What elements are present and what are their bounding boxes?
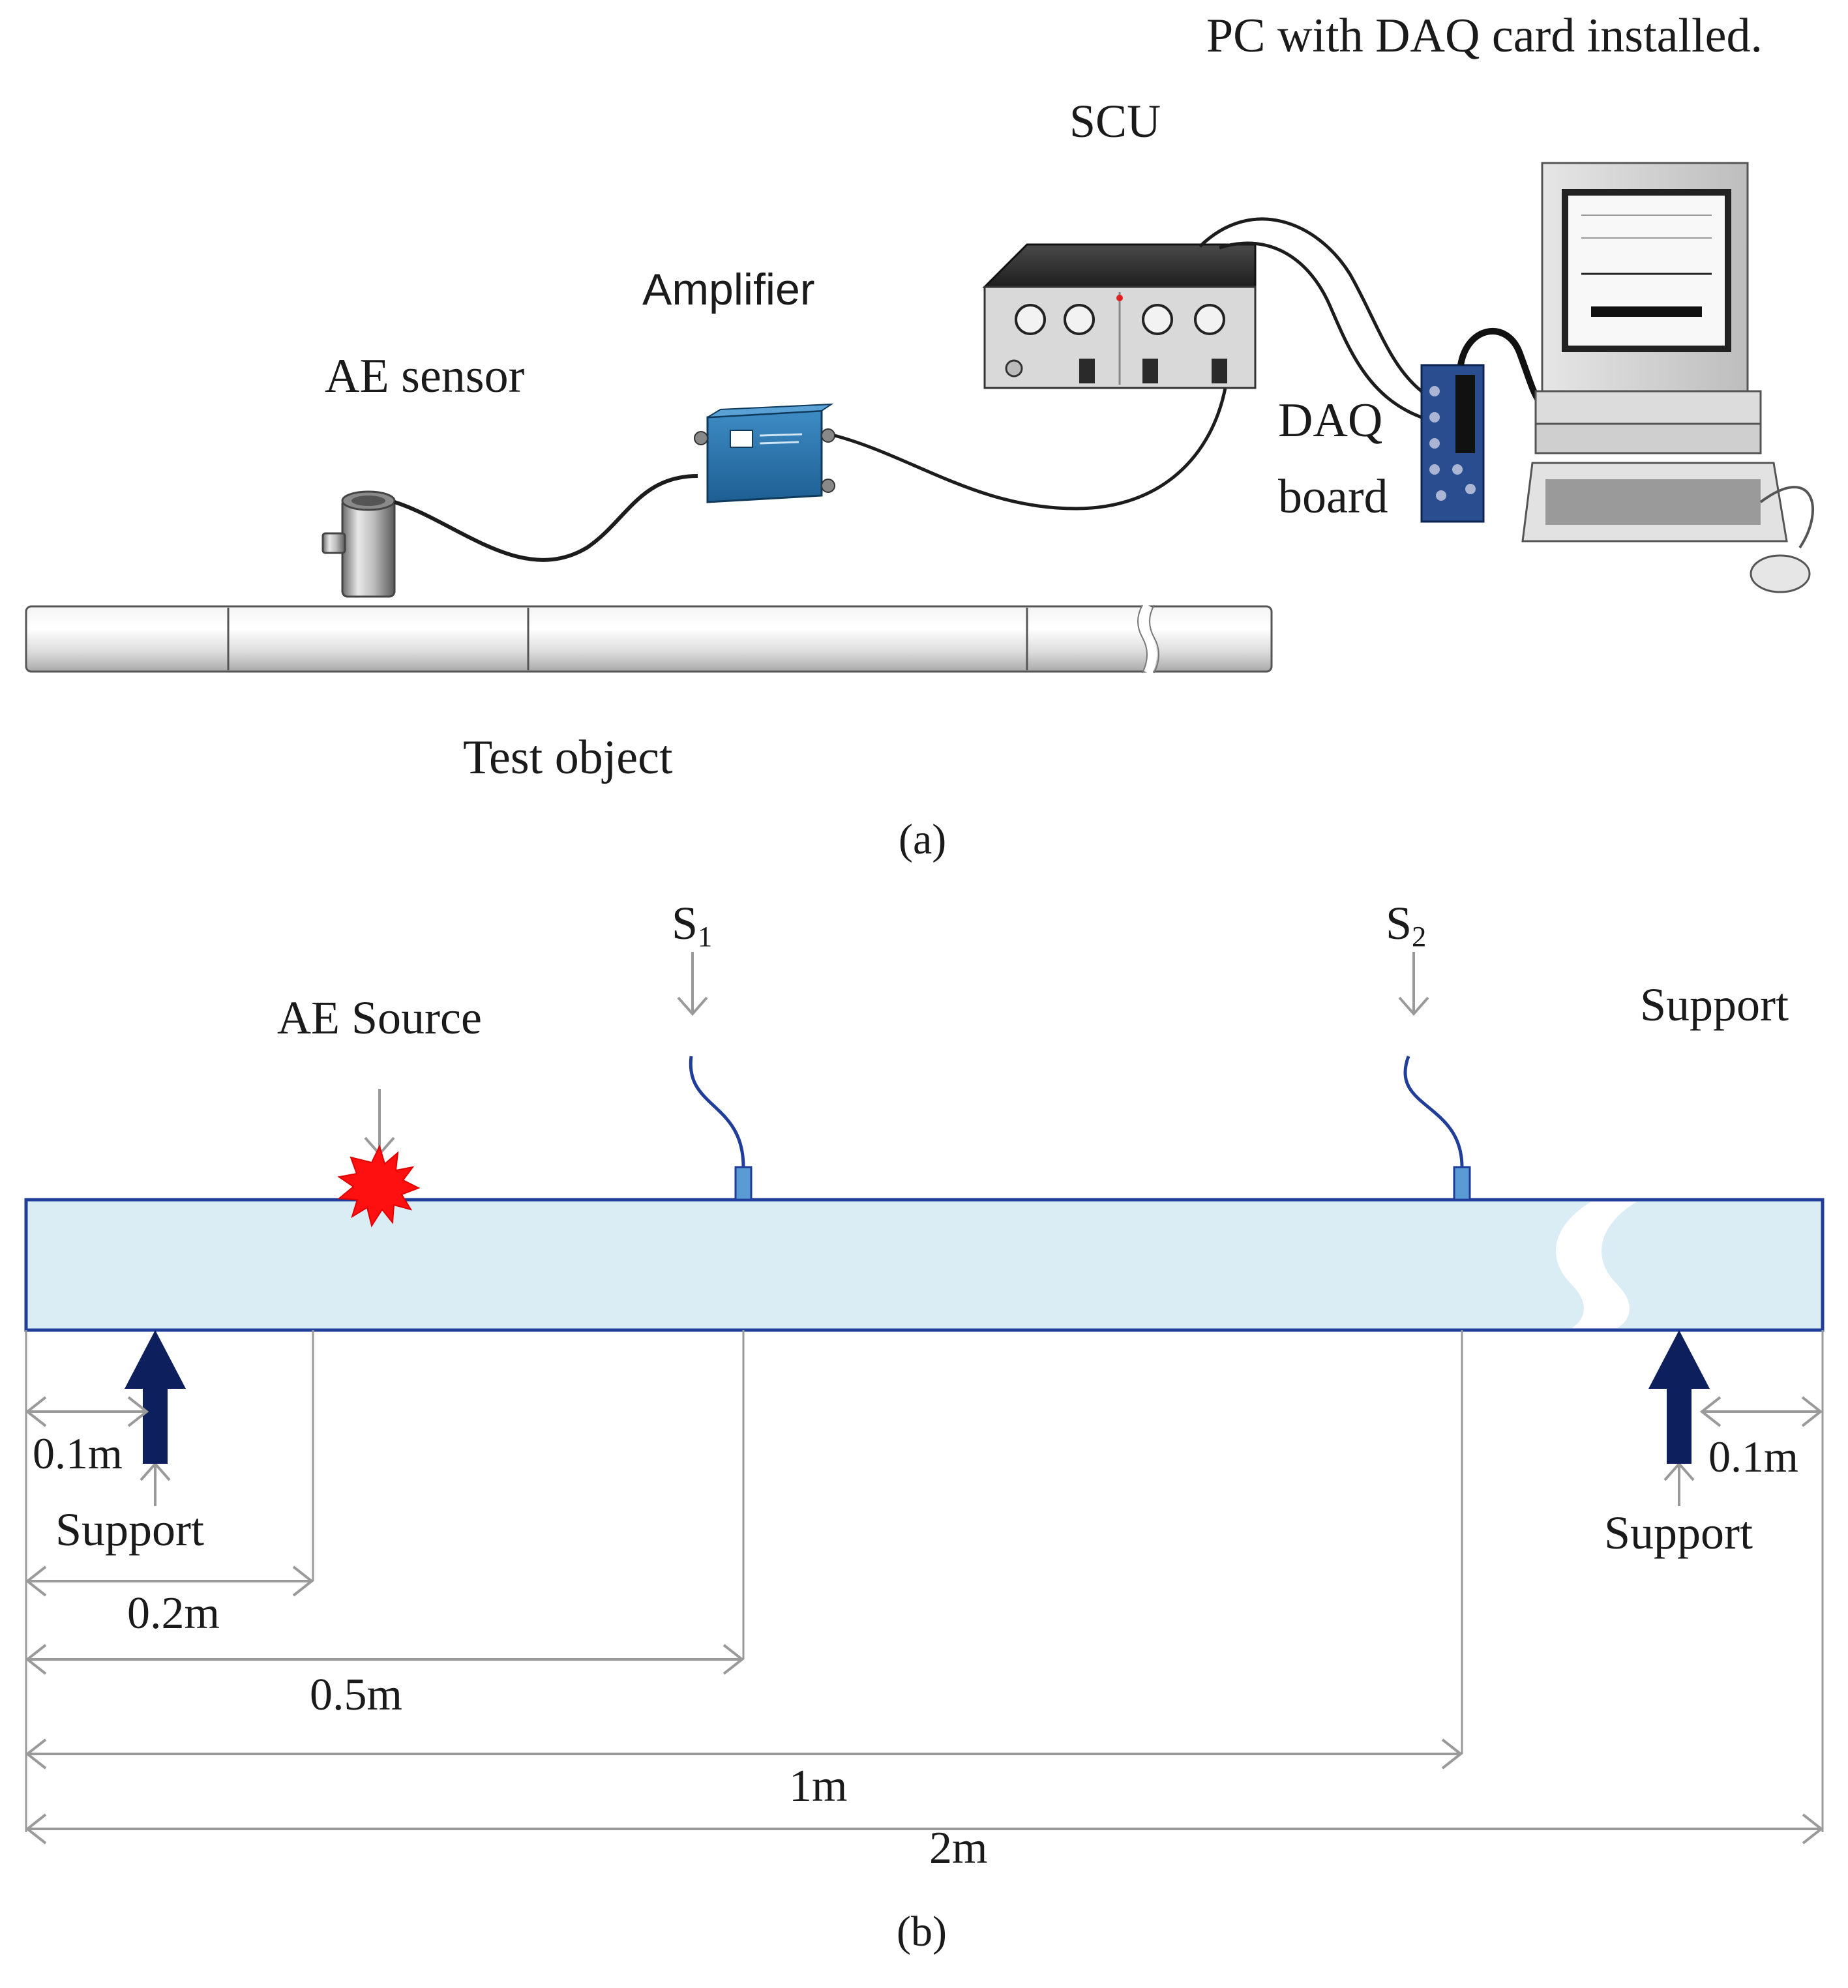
cable-scu-daq-2: [1219, 241, 1422, 419]
s1-label: S1: [672, 897, 713, 953]
ae-source-label: AE Source: [277, 992, 482, 1044]
sensor-s1: [689, 1056, 753, 1201]
support-label-top-right: Support: [1640, 979, 1789, 1031]
caption-a: (a): [899, 816, 947, 863]
cable-sensor-amplifier: [394, 474, 698, 562]
cable-scu-daq-1: [1199, 217, 1423, 393]
dim-source-label: 0.2m: [127, 1588, 220, 1639]
beam: [24, 1198, 1825, 1332]
test-object-label: Test object: [463, 731, 673, 784]
support-arrow-left: [125, 1330, 186, 1464]
support-label-right: Support: [1604, 1507, 1753, 1559]
support-arrow-right: [1648, 1330, 1710, 1464]
daq-label-line2: board: [1278, 470, 1388, 524]
daq-label-line1: DAQ: [1278, 394, 1383, 447]
ae-source-burst: [337, 1144, 421, 1228]
pc-device: [1521, 162, 1814, 593]
scu-label: SCU: [1069, 95, 1161, 147]
dimension-arrows: [25, 1396, 1824, 1845]
amplifier-device: [694, 403, 835, 503]
pc-label: PC with DAQ card installed.: [1206, 9, 1763, 63]
dim-s1-label: 0.5m: [310, 1670, 402, 1720]
caption-b: (b): [897, 1908, 947, 1955]
cable-daq-pc: [1457, 328, 1542, 403]
ae-sensor-label: AE sensor: [325, 349, 525, 403]
dim-left-offset-label: 0.1m: [33, 1429, 123, 1478]
cable-amplifier-scu: [834, 384, 1228, 511]
daq-board-device: [1420, 364, 1485, 523]
test-object-pipe: [25, 602, 1273, 675]
sensor-s2: [1403, 1056, 1471, 1201]
dim-s2-label: 1m: [789, 1761, 848, 1811]
dim-total-label: 2m: [929, 1823, 988, 1873]
scu-device: [982, 243, 1257, 389]
dim-right-offset-label: 0.1m: [1708, 1432, 1798, 1481]
support-label-left: Support: [55, 1504, 205, 1556]
s2-label: S2: [1386, 897, 1427, 953]
beam-break: [1556, 1202, 1637, 1328]
amplifier-label: Amplifier: [642, 265, 815, 314]
ae-sensor-device: [321, 490, 396, 598]
